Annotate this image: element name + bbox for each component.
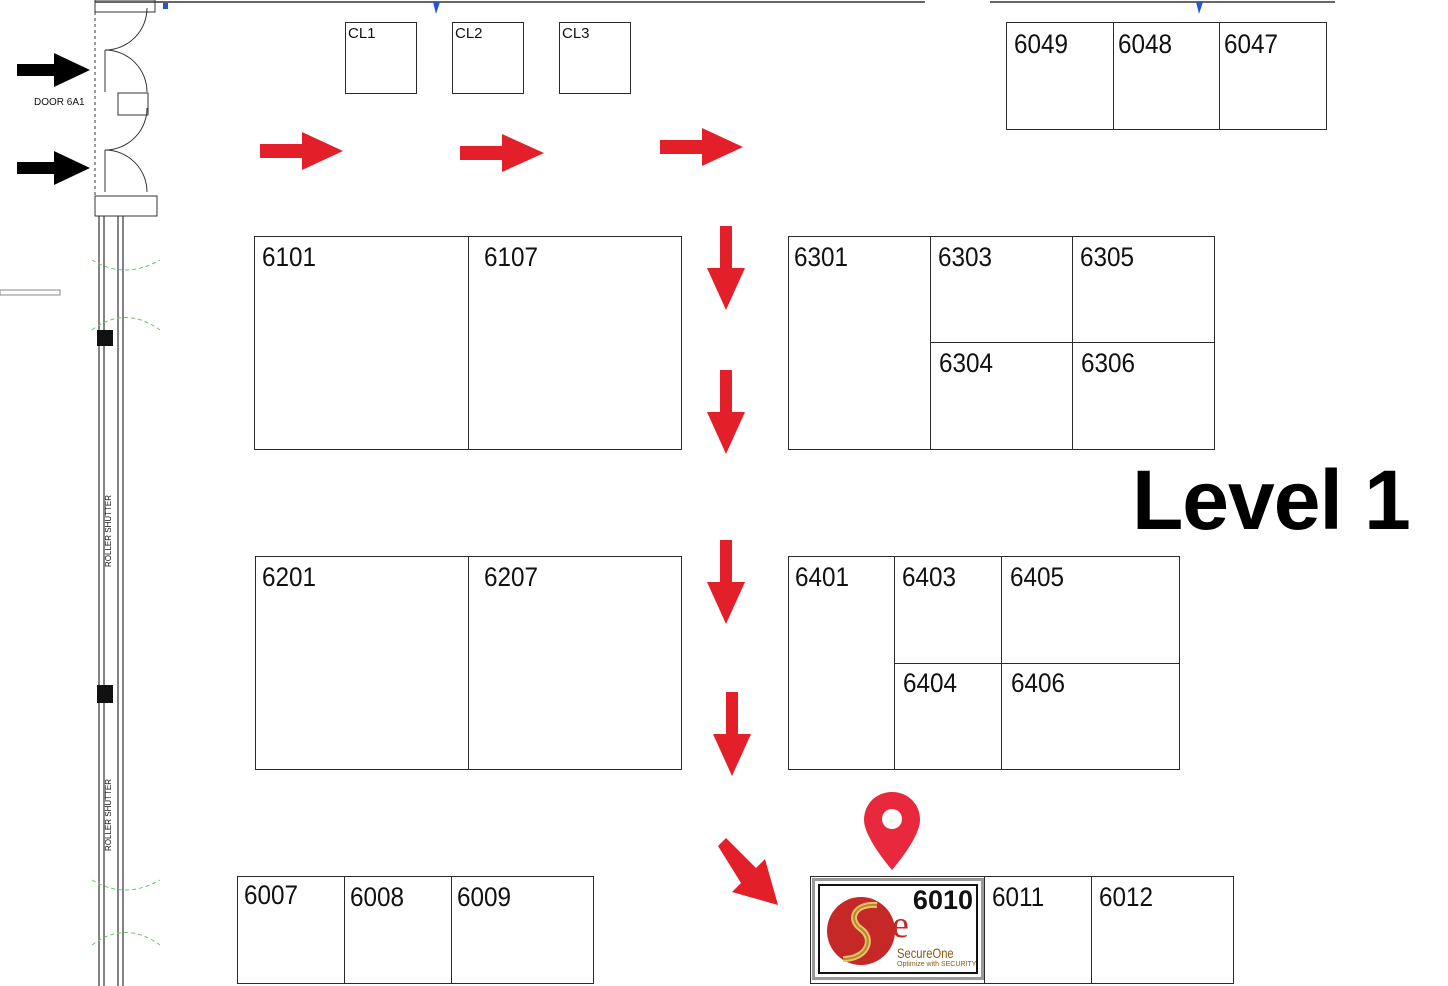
booth-6101[interactable]: 6101 [254,236,469,450]
entry-arrow-icon [17,53,90,87]
booth-number: 6048 [1118,29,1173,59]
booth-6010-highlight[interactable]: ne 6010 SecureOne Optimize with SECURITY [812,878,984,980]
booth-number: 6207 [484,562,539,592]
logo-wordmark: ne [873,904,909,946]
booth-number: 6008 [350,882,405,912]
booth-6305[interactable]: 6305 [1072,236,1215,343]
booth-6301[interactable]: 6301 [788,236,931,450]
booth-6303[interactable]: 6303 [930,236,1073,343]
booth-number: 6201 [262,562,317,592]
booth-6049[interactable]: 6049 [1006,22,1114,130]
booth-number: 6007 [244,880,299,910]
booth-number: 6404 [903,668,958,698]
booth-6401[interactable]: 6401 [788,556,895,770]
brand-tagline: Optimize with SECURITY [897,961,977,968]
booth-number: 6401 [795,562,850,592]
secureone-logo-icon [827,897,895,965]
booth-number: 6303 [938,242,993,272]
cloakroom-cl2[interactable]: CL2 [452,22,524,94]
cloakroom-label: CL1 [348,25,376,42]
entry-arrow-icon [17,151,90,185]
booth-number: 6107 [484,242,539,272]
booth-6012[interactable]: 6012 [1091,876,1234,984]
booth-6011[interactable]: 6011 [984,876,1092,984]
booth-number: 6403 [902,562,957,592]
booth-number: 6101 [262,242,317,272]
booth-6007[interactable]: 6007 [237,876,345,984]
booth-6048[interactable]: 6048 [1113,22,1220,130]
cloakroom-cl3[interactable]: CL3 [559,22,631,94]
booth-6008[interactable]: 6008 [344,876,452,984]
cloakroom-label: CL2 [455,25,483,42]
booth-number: 6011 [992,882,1045,912]
booth-6404[interactable]: 6404 [894,663,1002,770]
booth-6405[interactable]: 6405 [1001,556,1180,664]
highlight-frame [818,884,978,974]
cloakroom-label: CL3 [562,25,590,42]
shutter-label: ROLLER SHUTTER [104,778,113,851]
level-title: Level 1 [1132,453,1411,547]
booth-6406[interactable]: 6406 [1001,663,1180,770]
entry-arrows [17,53,90,185]
booth-number: 6047 [1224,29,1279,59]
booth-6009[interactable]: 6009 [451,876,594,984]
shutter-label: ROLLER SHUTTER [104,494,113,567]
booth-number: 6009 [457,882,512,912]
brand-name: SecureOne [897,945,954,961]
booth-6403[interactable]: 6403 [894,556,1002,664]
booth-number: 6049 [1014,29,1069,59]
booth-6047[interactable]: 6047 [1219,22,1327,130]
booth-number: 6405 [1010,562,1065,592]
booth-6207[interactable]: 6207 [468,556,682,770]
booth-6304[interactable]: 6304 [930,342,1073,450]
booth-6201[interactable]: 6201 [255,556,469,770]
booth-6306[interactable]: 6306 [1072,342,1215,450]
booth-number: 6406 [1011,668,1066,698]
booth-number: 6306 [1081,348,1136,378]
booth-number: 6305 [1080,242,1135,272]
booth-number: 6012 [1099,882,1154,912]
cloakroom-cl1[interactable]: CL1 [345,22,417,94]
booth-number: 6301 [794,242,849,272]
booth-number: 6304 [939,348,994,378]
booth-number: 6010 [912,885,973,915]
booth-6107[interactable]: 6107 [468,236,682,450]
door-label: DOOR 6A1 [34,97,85,108]
location-pin-icon [864,792,920,870]
